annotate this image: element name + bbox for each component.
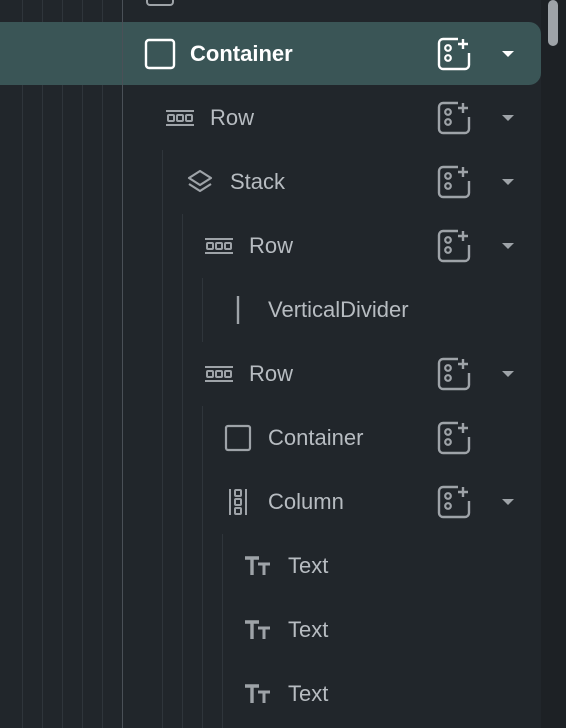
add-widget-icon: [437, 37, 471, 71]
add-widget-button[interactable]: [436, 36, 472, 72]
tree-node-label: Text: [288, 553, 329, 578]
tree-node-container[interactable]: Container: [222, 406, 363, 470]
scrollbar-thumb[interactable]: [548, 0, 558, 46]
tree-guide-line: [182, 214, 183, 728]
tree-node-column[interactable]: Column: [222, 470, 344, 534]
tree-node-label: Container: [190, 41, 293, 66]
caret-down-icon: [502, 115, 514, 121]
tree-node-row[interactable]: Row: [203, 342, 293, 406]
add-widget-icon: [437, 165, 471, 199]
expand-caret-button[interactable]: [498, 236, 518, 256]
scrollbar-track[interactable]: [541, 0, 566, 728]
tree-node-container-selected[interactable]: Container: [144, 22, 293, 86]
add-widget-icon: [437, 421, 471, 455]
tree-node-label: Text: [288, 681, 329, 706]
expand-caret-button[interactable]: [498, 492, 518, 512]
tree-guide-line: [62, 85, 63, 728]
column-layout-icon: [222, 486, 254, 518]
tree-node-text[interactable]: Text: [242, 662, 328, 726]
expand-caret-button[interactable]: [498, 44, 518, 64]
square-outline-icon: [144, 38, 176, 70]
add-widget-icon: [437, 485, 471, 519]
expand-caret-button[interactable]: [498, 364, 518, 384]
tree-node-label: Text: [288, 617, 329, 642]
add-widget-icon: [437, 229, 471, 263]
tree-node-label: Container: [268, 425, 364, 450]
tree-guide-line: [162, 150, 163, 728]
vertical-divider-icon: [222, 294, 254, 326]
caret-down-icon: [502, 499, 514, 505]
partial-node-icon: [146, 0, 174, 6]
tree-node-label: VerticalDivider: [268, 297, 409, 322]
add-widget-icon: [437, 357, 471, 391]
tree-node-label: Row: [249, 361, 294, 386]
add-widget-button[interactable]: [436, 420, 472, 456]
tree-node-stack[interactable]: Stack: [184, 150, 285, 214]
caret-down-icon: [502, 243, 514, 249]
tree-guide-line: [202, 278, 203, 342]
row-layout-icon: [164, 102, 196, 134]
tree-node-vertical-divider[interactable]: VerticalDivider: [222, 278, 409, 342]
text-type-icon: [242, 678, 274, 710]
add-widget-button[interactable]: [436, 100, 472, 136]
tree-guide-line: [22, 85, 23, 728]
expand-caret-button[interactable]: [498, 108, 518, 128]
caret-down-icon: [502, 179, 514, 185]
add-widget-icon: [437, 101, 471, 135]
tree-guide-line: [222, 534, 223, 728]
tree-node-label: Row: [210, 105, 255, 130]
layers-icon: [184, 166, 216, 198]
expand-caret-button[interactable]: [498, 172, 518, 192]
tree-node-row[interactable]: Row: [203, 214, 293, 278]
tree-guide-line: [42, 85, 43, 728]
text-type-icon: [242, 550, 274, 582]
add-widget-button[interactable]: [436, 484, 472, 520]
caret-down-icon: [502, 51, 514, 57]
add-widget-button[interactable]: [436, 164, 472, 200]
add-widget-button[interactable]: [436, 228, 472, 264]
caret-down-icon: [502, 371, 514, 377]
tree-node-label: Row: [249, 233, 294, 258]
add-widget-button[interactable]: [436, 356, 472, 392]
row-layout-icon: [203, 230, 235, 262]
tree-node-row[interactable]: Row: [164, 86, 254, 150]
tree-node-text[interactable]: Text: [242, 598, 328, 662]
row-layout-icon: [203, 358, 235, 390]
tree-node-label: Column: [268, 489, 344, 514]
selected-row-highlight: [0, 22, 541, 85]
tree-node-text[interactable]: Text: [242, 534, 328, 598]
tree-guide-line: [102, 85, 103, 728]
square-outline-icon: [222, 422, 254, 454]
tree-guide-line: [122, 0, 123, 728]
tree-guide-line: [202, 406, 203, 728]
tree-guide-line: [82, 85, 83, 728]
text-type-icon: [242, 614, 274, 646]
tree-node-label: Stack: [230, 169, 286, 194]
